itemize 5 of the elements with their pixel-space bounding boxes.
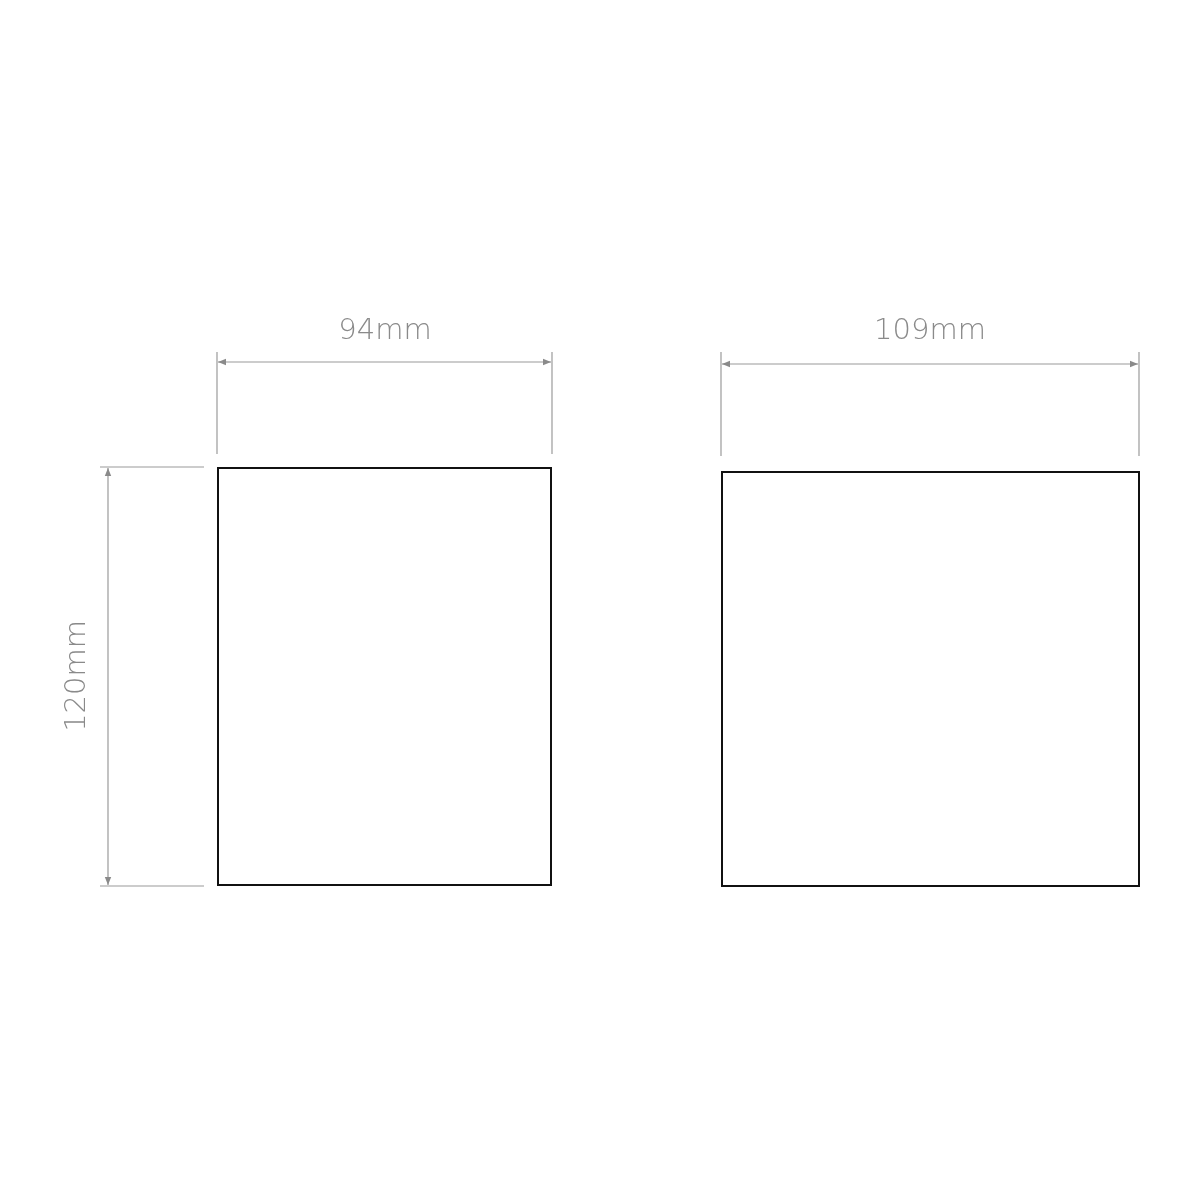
dimension-label: 109mm [874, 314, 986, 344]
outline-rectangle [217, 467, 552, 886]
outline-rectangle [721, 471, 1140, 887]
dimension-label: 94mm [338, 314, 432, 344]
dimension-label: 120mm [60, 620, 90, 732]
